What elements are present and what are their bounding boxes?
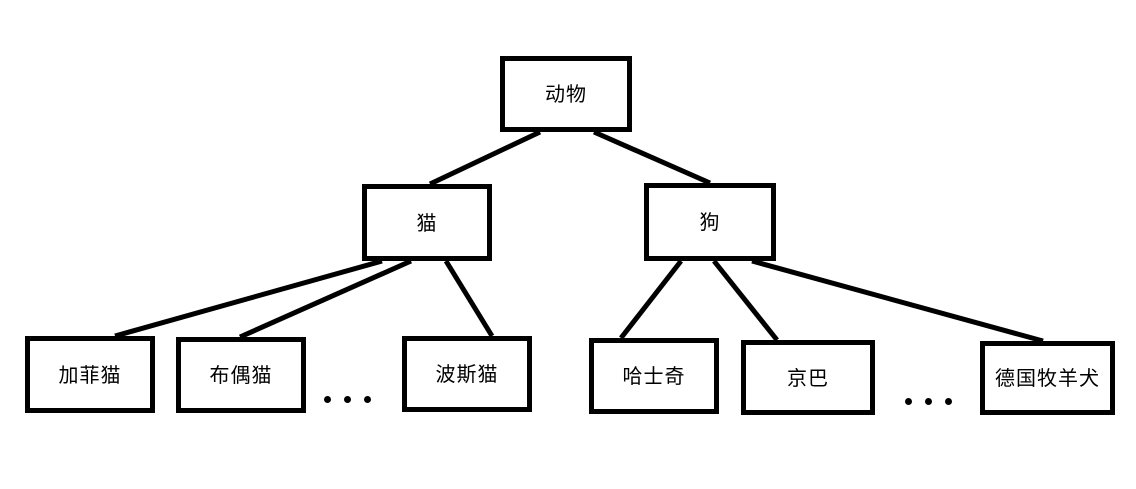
edge-dog-to-dog3 [751, 258, 1044, 344]
node-label-cat3: 波斯猫 [435, 362, 499, 386]
node-cat2[interactable]: 布偶猫 [176, 337, 306, 413]
node-label-dog3: 德国牧羊犬 [995, 366, 1100, 390]
node-label-dog1: 哈士奇 [622, 364, 686, 388]
ellipsis-dot [905, 398, 912, 405]
node-dog[interactable]: 狗 [644, 183, 776, 261]
node-label-dog: 狗 [699, 210, 721, 234]
ellipsis-dot [925, 398, 932, 405]
node-label-cat2: 布偶猫 [209, 363, 273, 387]
edge-cat-to-cat1 [114, 258, 383, 339]
edge-cat-to-cat2 [238, 258, 413, 340]
node-label-cat: 猫 [416, 210, 438, 235]
node-cat[interactable]: 猫 [362, 184, 492, 261]
edge-root-to-cat [428, 129, 542, 187]
node-label-cat1: 加菲猫 [58, 362, 122, 387]
node-dog3[interactable]: 德国牧羊犬 [980, 341, 1115, 415]
node-root[interactable]: 动物 [500, 56, 632, 132]
ellipsis-dot [364, 396, 371, 403]
ellipsis-dot [324, 396, 331, 403]
ellipsis-dot [344, 396, 351, 403]
node-dog1[interactable]: 哈士奇 [589, 338, 719, 414]
edge-dog-to-dog1 [619, 259, 683, 340]
node-cat1[interactable]: 加菲猫 [25, 336, 155, 413]
node-label-root: 动物 [545, 82, 587, 106]
ellipsis-dot [945, 398, 952, 405]
ellipsis-dog-more [905, 398, 952, 405]
node-cat3[interactable]: 波斯猫 [402, 336, 532, 412]
ellipsis-cat-more [324, 396, 371, 403]
edge-cat-to-cat3 [443, 259, 495, 338]
edge-root-to-dog [592, 129, 712, 186]
node-dog2[interactable]: 京巴 [741, 340, 875, 415]
node-label-dog2: 京巴 [787, 365, 829, 390]
edge-dog-to-dog2 [712, 259, 779, 342]
